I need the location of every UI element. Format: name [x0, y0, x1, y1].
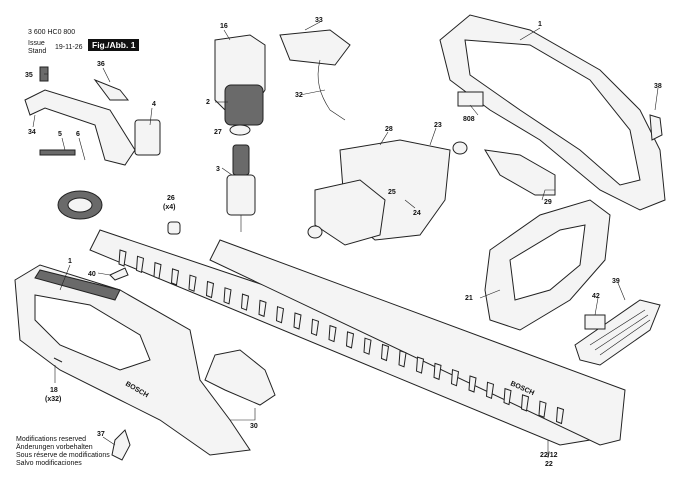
right-housing — [439, 14, 666, 211]
issue-date: 19-11-26 — [55, 44, 83, 51]
label-25: 25 — [388, 189, 396, 196]
label-5: 5 — [58, 131, 62, 138]
blade-tooth — [468, 375, 477, 393]
bail-handle — [24, 89, 136, 166]
blade-tooth — [118, 249, 127, 267]
note-en: Modifications reserved — [16, 436, 87, 443]
label-26: 26 — [167, 195, 175, 202]
blade: BOSCH — [89, 229, 626, 446]
blade-tooth — [503, 387, 512, 406]
label-42: 42 — [592, 293, 600, 300]
vent-cover — [574, 299, 661, 366]
label-27: 27 — [214, 129, 222, 136]
blade-tooth — [188, 274, 197, 292]
blade-tooth — [170, 268, 180, 286]
blade-tooth — [555, 406, 565, 425]
gear-housing — [307, 139, 468, 246]
note-fr: Sous réserve de modifications — [16, 452, 110, 459]
note-es: Salvo modificaciones — [16, 460, 82, 467]
issue-label: Issue — [28, 40, 45, 47]
blade-tooth — [485, 381, 495, 400]
blade-tooth — [223, 287, 232, 305]
label-6: 6 — [76, 131, 80, 138]
cable-clamp — [279, 29, 351, 121]
label-16: 16 — [220, 23, 228, 30]
modifications-notes: Modifications reserved Änderungen vorbeh… — [16, 436, 110, 468]
label-24: 24 — [413, 210, 421, 217]
blade-tooth — [380, 343, 390, 362]
label-32: 32 — [295, 92, 303, 99]
blade-tooth — [450, 369, 460, 387]
stand-label: Stand — [28, 48, 47, 55]
blade-tooth — [258, 299, 267, 318]
blade-tooth — [538, 400, 547, 418]
label-23: 23 — [434, 122, 442, 129]
leader-lines — [32, 21, 659, 458]
label-22: 22 — [545, 461, 553, 468]
blade-tooth — [520, 394, 530, 412]
blade-tooth — [153, 261, 162, 280]
blade-tooth — [363, 337, 372, 355]
label-26-qty: (x4) — [163, 204, 175, 211]
blade-tooth — [205, 280, 215, 299]
label-3: 3 — [216, 166, 220, 173]
motor — [214, 34, 266, 136]
armature — [226, 144, 256, 232]
label-1-right: 1 — [538, 21, 542, 28]
blade-tooth — [398, 350, 407, 368]
blade-tooth — [415, 356, 425, 374]
label-29: 29 — [544, 199, 552, 206]
small-parts — [39, 66, 663, 461]
part-labels: 1 1 2 3 4 5 6 16 18 (x32) 21 22 22/12 23… — [25, 17, 662, 468]
blade-tooth — [345, 331, 355, 349]
label-4: 4 — [152, 101, 156, 108]
label-808: 808 — [463, 116, 475, 123]
label-21: 21 — [465, 295, 473, 302]
blade-tooth — [293, 312, 302, 330]
blade-tooth — [328, 324, 337, 343]
label-1-left: 1 — [68, 258, 72, 265]
blade-tooth — [433, 362, 442, 381]
label-30: 30 — [250, 423, 258, 430]
label-28: 28 — [385, 126, 393, 133]
label-33: 33 — [315, 17, 323, 24]
label-39: 39 — [612, 278, 620, 285]
label-38: 38 — [654, 83, 662, 90]
trigger-parts — [204, 149, 556, 406]
figure-label: Fig./Abb. 1 — [88, 39, 140, 51]
label-2: 2 — [206, 99, 210, 106]
label-40: 40 — [88, 271, 96, 278]
note-de: Änderungen vorbehalten — [16, 444, 93, 451]
doc-number: 3 600 HC0 800 — [28, 29, 76, 36]
blade-tooth — [135, 255, 145, 274]
blade-tooth — [240, 293, 250, 311]
label-34: 34 — [28, 129, 36, 136]
label-37: 37 — [97, 431, 105, 438]
label-22-12: 22/12 — [540, 452, 558, 459]
label-18: 18 — [50, 387, 58, 394]
blade-tooth — [275, 306, 285, 324]
label-35: 35 — [25, 72, 33, 79]
label-18-qty: (x32) — [45, 396, 61, 403]
left-housing: BOSCH — [14, 264, 251, 456]
gear — [57, 190, 103, 220]
label-36: 36 — [97, 61, 105, 68]
hand-guard — [484, 199, 611, 331]
blade-tooth — [310, 318, 320, 337]
